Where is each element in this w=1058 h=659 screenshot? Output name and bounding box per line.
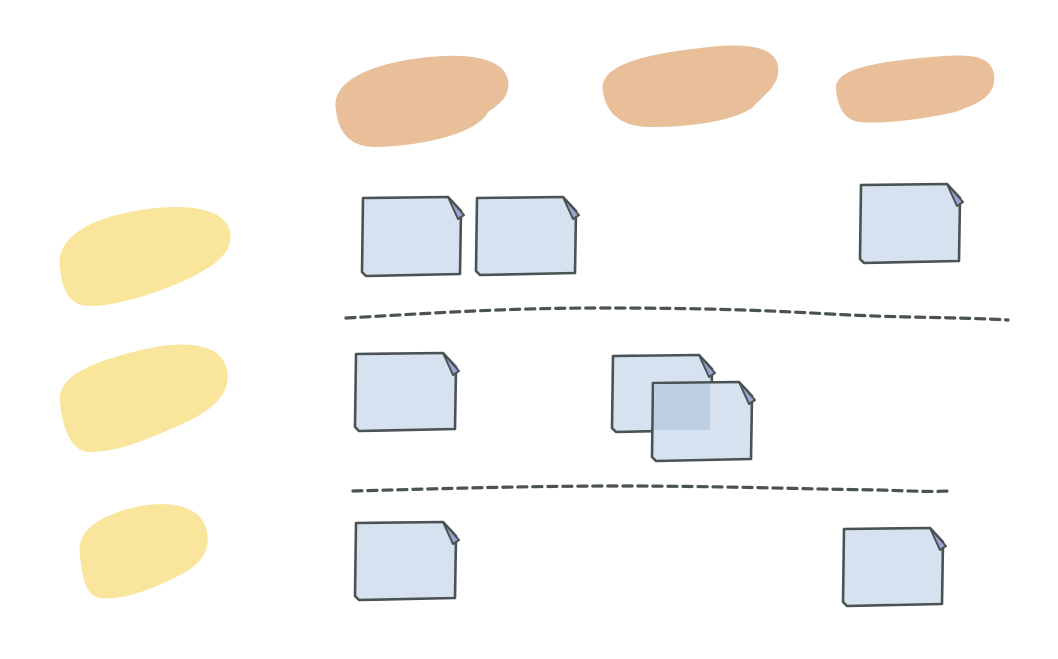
sticky-note-icon [353, 351, 458, 433]
sticky-note-card [353, 520, 460, 602]
column-headers [335, 45, 995, 148]
sticky-note-icon [474, 195, 578, 277]
column-header-1 [335, 55, 509, 148]
folded-corner-icon [447, 196, 465, 220]
folded-corner-icon [929, 527, 947, 551]
folded-corner-icon [442, 521, 460, 545]
sticky-note-icon [360, 195, 463, 278]
folded-corner-icon [442, 352, 460, 376]
row-headers [59, 207, 231, 599]
sticky-note-card [360, 195, 465, 278]
row-header-2 [59, 344, 228, 452]
sticky-note-icon [353, 520, 458, 602]
folded-corner-icon [946, 183, 964, 207]
row-header-1 [59, 207, 231, 306]
folded-corner-icon [562, 196, 580, 220]
cards [353, 182, 964, 608]
card-overlap-region [654, 384, 710, 430]
row-dividers [344, 306, 1010, 494]
column-header-3 [835, 55, 995, 123]
row-divider-2 [351, 484, 950, 494]
folded-corner-icon [698, 354, 716, 378]
folded-corner-icon [738, 381, 756, 405]
column-header-2 [602, 45, 779, 128]
row-header-3 [79, 504, 208, 599]
sticky-note-card [858, 182, 964, 265]
sticky-note-icon [841, 526, 945, 608]
row-divider-1 [344, 306, 1010, 322]
sticky-note-card [353, 351, 460, 433]
sticky-note-card [474, 195, 580, 277]
sticky-note-icon [858, 182, 962, 265]
sticky-note-card [841, 526, 947, 608]
